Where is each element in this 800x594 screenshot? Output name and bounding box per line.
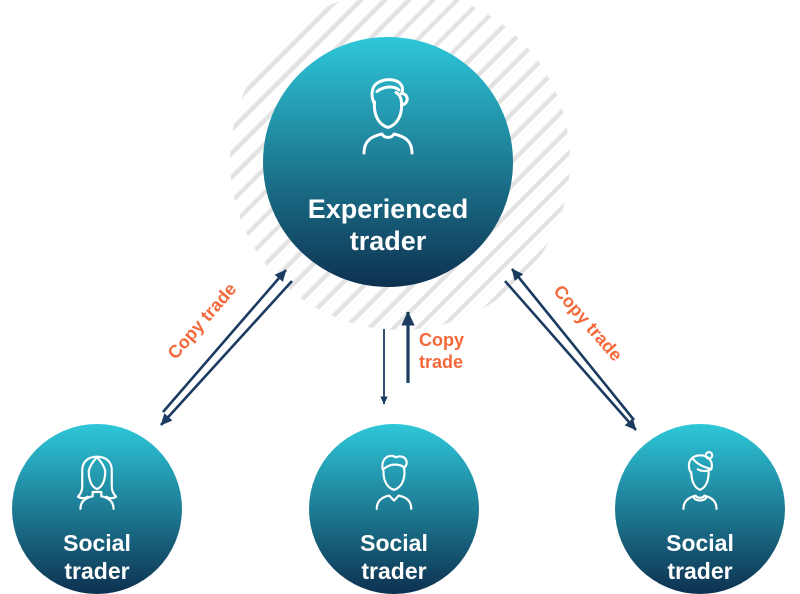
- copy-trade-label-left: Copy trade: [163, 278, 241, 364]
- social-trader-label-left: Social trader: [63, 530, 131, 584]
- social-trader-node-middle: Social trader: [309, 424, 479, 594]
- female-bun-avatar-icon: [682, 450, 718, 510]
- social-trader-node-right: Social trader: [615, 424, 785, 594]
- male-quiff-avatar-icon: [375, 454, 413, 510]
- experienced-trader-label: Experienced trader: [307, 194, 469, 256]
- female-long-hair-avatar-icon: [76, 455, 118, 510]
- social-trader-label-right: Social trader: [666, 530, 734, 584]
- male-avatar-icon: [362, 78, 414, 155]
- social-trader-node-left: Social trader: [12, 424, 182, 594]
- experienced-trader-node: Experienced trader: [263, 37, 513, 287]
- copy-trade-label-right: Copy trade: [549, 280, 627, 366]
- social-trader-label-middle: Social trader: [360, 530, 428, 584]
- copy-trade-label-middle: Copy trade: [419, 330, 464, 372]
